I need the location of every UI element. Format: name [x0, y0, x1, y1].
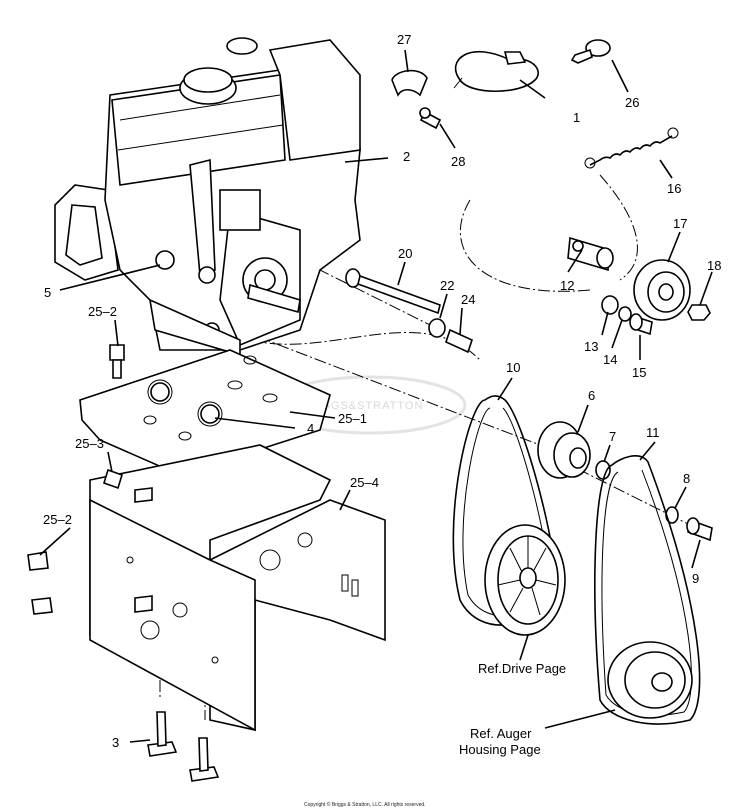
idler-hardware	[601, 295, 653, 336]
spark-plug-wire	[453, 50, 539, 93]
shaft-washer-bolt	[345, 268, 473, 354]
leader-lines	[39, 49, 713, 743]
part-labels: 1 2 3 4 5 6 7 8 9 10 11 12 13 14 15 16 1…	[43, 32, 721, 750]
label-9: 9	[692, 571, 699, 586]
label-13: 13	[584, 339, 598, 354]
idler-arm-assembly	[567, 236, 711, 321]
ignition-key	[570, 39, 611, 64]
label-12: 12	[560, 278, 574, 293]
auger-belt	[594, 455, 701, 725]
label-4: 4	[307, 421, 314, 436]
label-5: 5	[44, 285, 51, 300]
label-3: 3	[112, 735, 119, 750]
engine-assembly	[54, 37, 361, 357]
label-28: 28	[451, 154, 465, 169]
watermark-text: BRIGGS&STRATTON	[300, 400, 423, 412]
ref-auger-line2: Housing Page	[459, 742, 541, 757]
label-20: 20	[398, 246, 412, 261]
ref-auger-line1: Ref. Auger	[470, 726, 532, 741]
label-6: 6	[588, 388, 595, 403]
label-25-4: 25–4	[350, 475, 379, 490]
label-2: 2	[403, 149, 410, 164]
pulley-bolt	[665, 506, 713, 542]
label-14: 14	[603, 352, 617, 367]
label-25-3: 25–3	[75, 436, 104, 451]
label-7: 7	[609, 429, 616, 444]
engine-pulley	[537, 421, 611, 480]
label-25-2-top: 25–2	[88, 304, 117, 319]
label-10: 10	[506, 360, 520, 375]
label-27: 27	[397, 32, 411, 47]
label-17: 17	[673, 216, 687, 231]
copyright-notice: Copyright © Briggs & Stratton, LLC. All …	[304, 801, 426, 808]
label-25-1: 25–1	[338, 411, 367, 426]
drive-belt	[452, 395, 566, 636]
frame-plates	[89, 444, 386, 732]
label-8: 8	[683, 471, 690, 486]
clip-and-screw	[391, 69, 442, 130]
label-24: 24	[461, 292, 475, 307]
label-15: 15	[632, 365, 646, 380]
frame-bolts	[27, 344, 153, 615]
lock-washers	[150, 382, 220, 424]
label-16: 16	[667, 181, 681, 196]
label-22: 22	[440, 278, 454, 293]
reference-notes: Ref.Drive Page Ref. Auger Housing Page	[459, 661, 566, 757]
carriage-bolts	[147, 711, 220, 782]
label-1: 1	[573, 110, 580, 125]
idler-spring	[584, 127, 679, 169]
label-11: 11	[646, 425, 660, 440]
label-25-2-bottom: 25–2	[43, 512, 72, 527]
ref-drive-page: Ref.Drive Page	[478, 661, 566, 676]
label-18: 18	[707, 258, 721, 273]
label-26: 26	[625, 95, 639, 110]
